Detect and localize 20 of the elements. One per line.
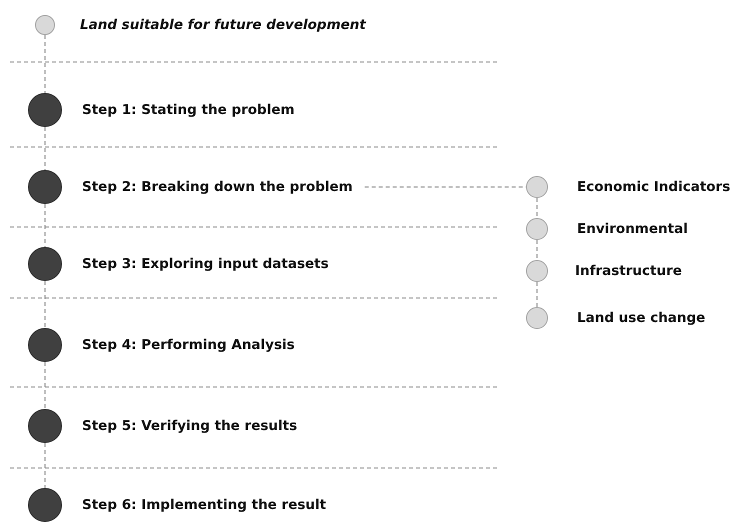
step-label: Step 3: Exploring input datasets <box>82 256 329 272</box>
dashed-connector <box>44 126 46 170</box>
step-label: Step 5: Verifying the results <box>82 418 298 434</box>
dashed-connector <box>44 280 46 328</box>
step-label: Step 4: Performing Analysis <box>82 337 295 353</box>
criterion-label: Environmental <box>577 221 688 237</box>
dashed-connector <box>44 442 46 488</box>
dashed-connector <box>44 204 46 248</box>
dashed-connector <box>44 362 46 410</box>
criterion-label: Infrastructure <box>575 263 682 279</box>
dashed-connector <box>44 34 46 94</box>
criterion-label: Land use change <box>577 310 706 326</box>
dashed-connector <box>536 198 538 218</box>
dashed-connector <box>536 282 538 308</box>
criterion-label: Economic Indicators <box>577 179 730 195</box>
step-label: Step 6: Implementing the result <box>82 497 326 513</box>
dashed-connector <box>536 240 538 260</box>
goal-label: Land suitable for future development <box>80 17 366 33</box>
step-label: Step 2: Breaking down the problem <box>82 179 353 195</box>
step-label: Step 1: Stating the problem <box>82 102 295 118</box>
